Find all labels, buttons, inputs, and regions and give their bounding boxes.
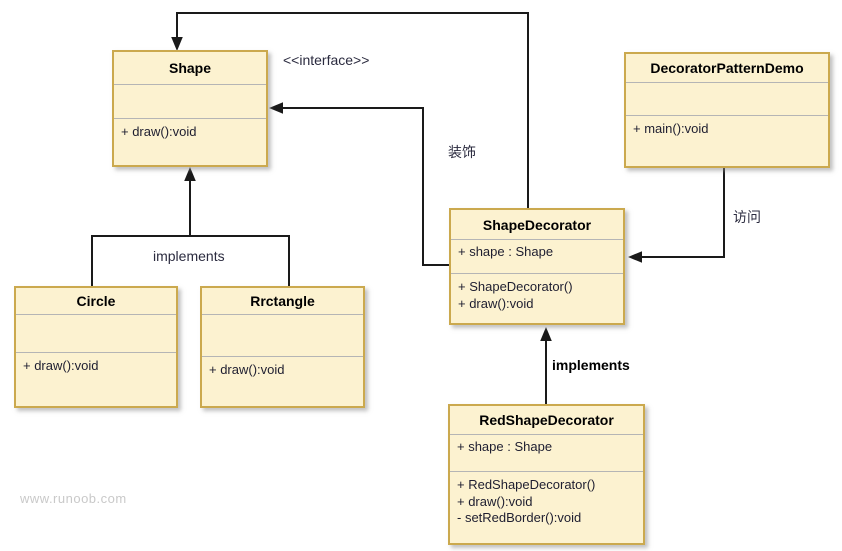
class-circle: Circle + draw():void — [14, 286, 178, 408]
implements-shapes-label: implements — [153, 248, 225, 264]
method-label: + main():void — [633, 121, 709, 136]
decorate-label: 装饰 — [448, 144, 476, 160]
edge-demo-accesses-shapedecorator — [628, 168, 725, 263]
class-rectangle-attributes — [202, 315, 363, 357]
edge-redshapedecorator-implements-shapedecorator — [540, 327, 552, 404]
watermark: www.runoob.com — [20, 491, 127, 506]
class-circle-attributes — [16, 315, 176, 353]
method-label: - setRedBorder():void — [457, 510, 582, 525]
method-label: + RedShapeDecorator() — [457, 477, 596, 492]
class-decorator-pattern-demo-attributes — [626, 83, 828, 116]
class-shape-decorator-attributes: + shape : Shape — [451, 240, 623, 274]
class-rectangle-title: Rrctangle — [202, 288, 363, 315]
method-label: + draw():void — [458, 295, 534, 311]
class-decorator-pattern-demo-title: DecoratorPatternDemo — [626, 54, 828, 83]
edge-circle-rectangle-implements-shape — [91, 167, 290, 286]
class-red-shape-decorator-methods: + RedShapeDecorator() + draw():void - se… — [450, 472, 643, 543]
interface-stereotype-label: <<interface>> — [283, 52, 370, 68]
method-label: + draw():void — [23, 358, 99, 373]
class-circle-title: Circle — [16, 288, 176, 315]
access-label: 访问 — [733, 209, 761, 225]
class-shape-attributes — [114, 85, 266, 119]
class-shape: Shape + draw():void — [112, 50, 268, 167]
class-decorator-pattern-demo-methods: + main():void — [626, 116, 828, 166]
method-label: + draw():void — [121, 124, 197, 139]
method-label: + ShapeDecorator() — [458, 279, 573, 294]
class-shape-decorator-methods: + ShapeDecorator() + draw():void — [451, 274, 623, 323]
method-label: + draw():void — [209, 362, 285, 377]
edge-shapedecorator-decorates-shape — [269, 102, 449, 266]
class-circle-methods: + draw():void — [16, 353, 176, 406]
class-shape-decorator: ShapeDecorator + shape : Shape + ShapeDe… — [449, 208, 625, 325]
method-label: + draw():void — [457, 493, 533, 509]
class-shape-title: Shape — [114, 52, 266, 85]
class-rectangle-methods: + draw():void — [202, 357, 363, 406]
class-shape-methods: + draw():void — [114, 119, 266, 165]
class-red-shape-decorator: RedShapeDecorator + shape : Shape + RedS… — [448, 404, 645, 545]
class-red-shape-decorator-attributes: + shape : Shape — [450, 435, 643, 472]
class-decorator-pattern-demo: DecoratorPatternDemo + main():void — [624, 52, 830, 168]
attribute-label: + shape : Shape — [457, 439, 553, 454]
implements-decorator-label: implements — [552, 357, 630, 373]
class-red-shape-decorator-title: RedShapeDecorator — [450, 406, 643, 435]
attribute-label: + shape : Shape — [458, 244, 554, 259]
class-rectangle: Rrctangle + draw():void — [200, 286, 365, 408]
class-shape-decorator-title: ShapeDecorator — [451, 210, 623, 240]
